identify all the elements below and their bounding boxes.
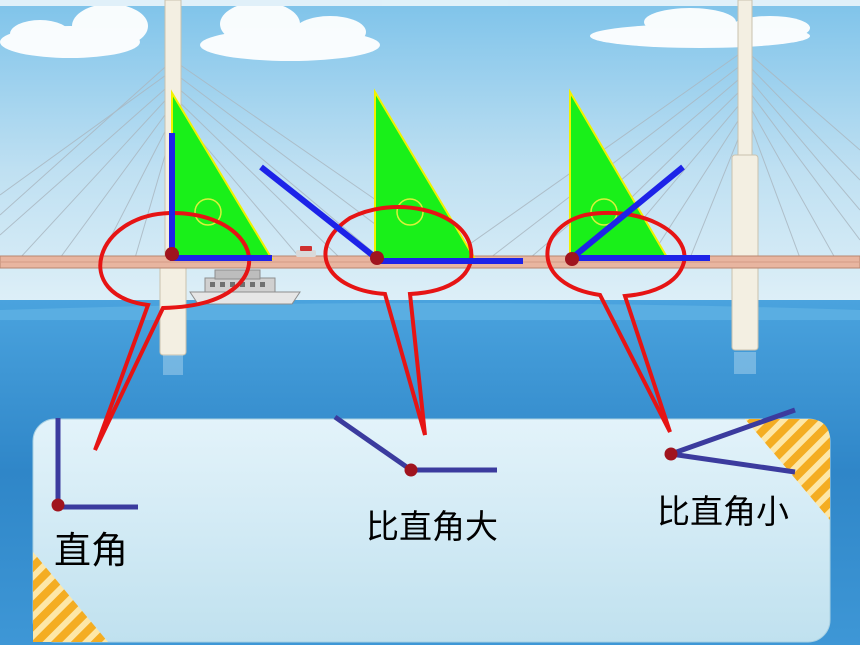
clouds	[0, 0, 860, 61]
label-right-angle: 直角	[54, 529, 128, 572]
water-horizon	[0, 303, 860, 320]
callout-1	[93, 210, 252, 451]
example-larger-angle	[333, 414, 497, 473]
stripe-decoration-left	[33, 552, 108, 642]
example-smaller-angle-vertex	[664, 447, 678, 461]
angle-on-square-3	[570, 164, 710, 261]
example-panel	[32, 418, 831, 643]
boat	[189, 269, 301, 305]
vertex-dot-2	[370, 251, 384, 265]
callout-2	[323, 205, 474, 436]
example-right-angle-vertex	[51, 498, 65, 512]
vertex-dot-1	[165, 247, 179, 261]
angle-on-square-1	[169, 133, 272, 261]
tower-reflections	[163, 352, 756, 375]
example-larger-angle-vertex	[404, 463, 418, 477]
angle-on-square-2	[259, 164, 523, 264]
label-larger-than-right-angle: 比直角大	[366, 507, 498, 546]
vertex-dot-3	[565, 252, 579, 266]
example-smaller-angle	[670, 407, 796, 475]
example-right-angle	[55, 418, 138, 510]
callout-3	[545, 210, 687, 433]
label-smaller-than-right-angle: 比直角小	[657, 492, 789, 531]
